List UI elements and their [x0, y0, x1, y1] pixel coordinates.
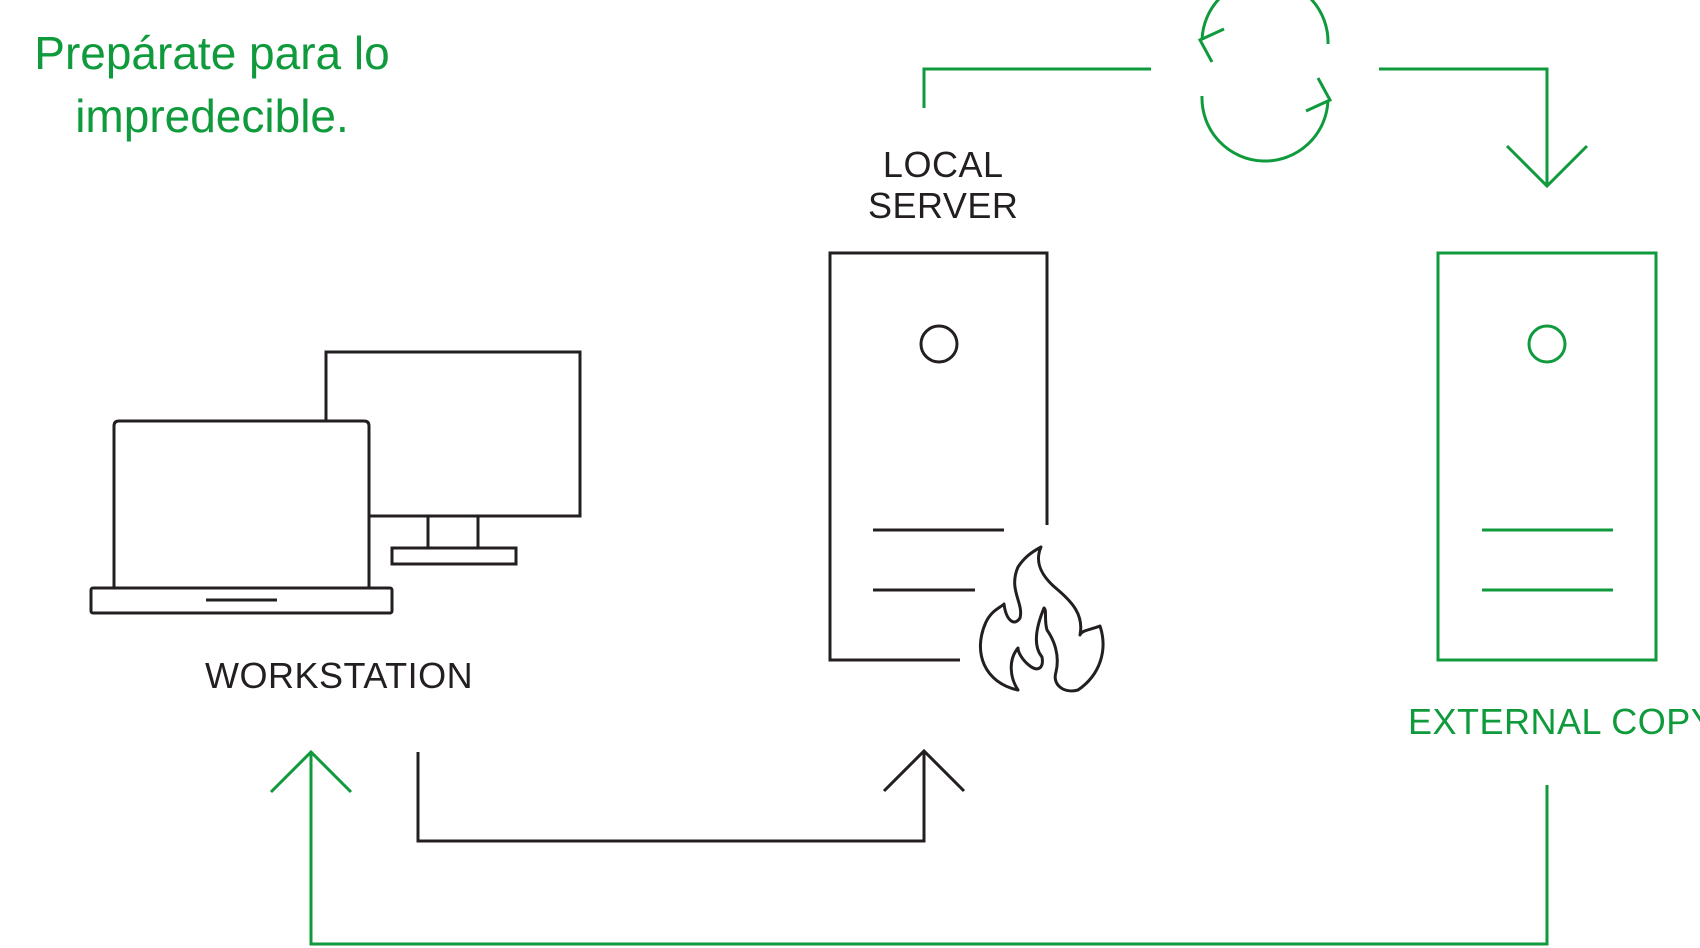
external-copy-label: EXTERNAL COPY: [1408, 701, 1700, 742]
monitor-icon: [324, 350, 582, 566]
arrow-workstation-to-server: [416, 748, 966, 843]
headline: Prepárate para lo impredecible.: [2, 22, 422, 148]
headline-line-2: impredecible.: [75, 90, 349, 142]
laptop-icon: [89, 419, 394, 615]
local-server-label-line-1: LOCAL: [882, 144, 1004, 185]
local-server-label: LOCAL SERVER: [868, 144, 1018, 226]
external-server-icon: [1436, 251, 1658, 662]
arrow-server-to-external: [922, 67, 1589, 189]
arrow-external-to-workstation: [269, 749, 1549, 946]
local-server-label-line-2: SERVER: [868, 185, 1019, 226]
headline-line-1: Prepárate para lo: [34, 27, 390, 79]
server-icon: [828, 251, 1049, 662]
sync-icon: [1197, 0, 1333, 163]
workstation-label: WORKSTATION: [205, 655, 474, 696]
fire-icon: [978, 545, 1105, 693]
